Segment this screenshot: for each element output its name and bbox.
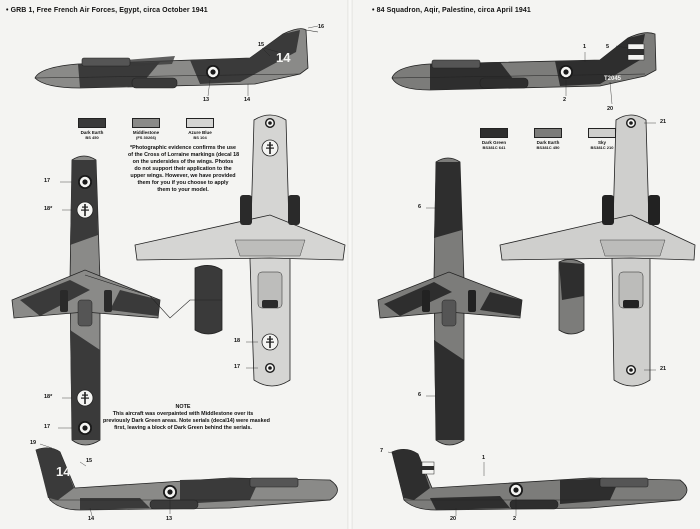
callout-14: 14: [88, 516, 95, 522]
swatch-chip: [534, 128, 562, 138]
note-line: them for you if you choose to apply: [137, 180, 229, 187]
note-line: This aircraft was overpainted with Middl…: [112, 411, 254, 418]
swatch-chip: [186, 118, 214, 128]
callout-17: 17: [234, 364, 241, 370]
swatch-code: BS 450: [85, 135, 99, 140]
swatch-name: Dark Green: [481, 140, 507, 145]
swatch-chip: [480, 128, 508, 138]
callout-13: 13: [166, 516, 173, 522]
callout-7: 7: [380, 448, 384, 454]
swatch-dark-earth: Dark Earth BS 450: [72, 118, 112, 140]
callout-18: 18*: [44, 206, 53, 212]
left-bottom-tail-code: 14: [56, 464, 71, 479]
note-line: them to your model.: [157, 187, 209, 194]
swatch-code: BS381C 210: [590, 145, 614, 150]
right-color-swatches: Dark Green BS381C 641 Dark Earth BS381C …: [474, 128, 622, 150]
left-color-swatches: Dark Earth BS 450 Middlestone (FS 30266)…: [72, 118, 220, 140]
callout-1: 1: [583, 44, 587, 50]
callout-17: 17: [44, 178, 51, 184]
swatch-dark-earth-right: Dark Earth BS381C 450: [528, 128, 568, 150]
callout-2: 2: [563, 97, 567, 103]
swatch-dark-green: Dark Green BS381C 641: [474, 128, 514, 150]
callout-15: 15: [86, 458, 93, 464]
swatch-code: BS381C 450: [536, 145, 560, 150]
note-line: upper wings. However, we have provided: [130, 173, 236, 180]
page-gutter: [347, 0, 353, 529]
right-side-profile-bottom: [391, 449, 688, 511]
note-line: previously Dark Green areas. Note serial…: [103, 418, 270, 425]
swatch-middlestone: Middlestone (FS 30266): [126, 118, 166, 140]
photo-evidence-note: *Photographic evidence confirms the use …: [128, 145, 240, 194]
right-plan-view-upper: [377, 157, 585, 446]
left-plan-view-upper: [11, 155, 223, 446]
swatch-code: (FS 30266): [135, 135, 156, 140]
left-page-caption: • GRB 1, Free French Air Forces, Egypt, …: [6, 7, 208, 14]
right-plan-view-under: [499, 114, 696, 387]
callout-13: 13: [203, 97, 210, 103]
callout-leaders: [39, 25, 656, 517]
swatch-code: BS 104: [193, 135, 207, 140]
callout-2: 2: [513, 516, 517, 522]
callout-18: 18: [234, 338, 241, 344]
left-top-tail-code: 14: [276, 50, 291, 65]
swatch-name: Dark Earth: [80, 130, 104, 135]
callout-6: 6: [418, 204, 422, 210]
swatch-code: BS381C 641: [482, 145, 506, 150]
note-line: of the Cross of Lorraine markings (decal…: [128, 152, 240, 159]
callout-20: 20: [450, 516, 457, 522]
note-line: do not support their application to the: [134, 166, 232, 173]
right-serial: T2045: [604, 76, 622, 82]
overpaint-note: NOTE This aircraft was overpainted with …: [103, 404, 270, 432]
callout-15: 15: [258, 42, 265, 48]
callout-21: 21: [660, 119, 667, 125]
note-line: *Photographic evidence confirms the use: [129, 145, 237, 151]
right-page-caption: • 84 Squadron, Aqir, Palestine, circa Ap…: [372, 7, 531, 14]
swatch-chip: [588, 128, 616, 138]
swatch-chip: [78, 118, 106, 128]
swatch-name: Azure Blue: [188, 130, 212, 135]
callout-18: 18*: [44, 394, 53, 400]
callout-19: 19: [30, 440, 37, 446]
callout-20: 20: [607, 106, 614, 112]
note-heading: NOTE: [175, 404, 191, 410]
note-line: first, leaving a block of Dark Green beh…: [114, 425, 252, 432]
swatch-chip: [132, 118, 160, 128]
callout-17: 17: [44, 424, 51, 430]
swatch-name: Middlestone: [132, 130, 160, 135]
swatch-name: Sky: [597, 140, 606, 145]
callout-16: 16: [318, 24, 325, 30]
left-side-profile-top: [34, 28, 319, 89]
callout-1: 1: [482, 455, 486, 461]
left-plan-view-under: [134, 114, 346, 387]
left-side-profile-bottom: [35, 447, 338, 511]
note-line: on the undersides of the wings. Photos: [132, 159, 234, 166]
callout-14: 14: [244, 97, 251, 103]
swatch-sky: Sky BS381C 210: [582, 128, 622, 150]
callout-21: 21: [660, 366, 667, 372]
callout-5: 5: [606, 44, 610, 50]
callout-6: 6: [418, 392, 422, 398]
swatch-name: Dark Earth: [536, 140, 560, 145]
swatch-azure-blue: Azure Blue BS 104: [180, 118, 220, 140]
